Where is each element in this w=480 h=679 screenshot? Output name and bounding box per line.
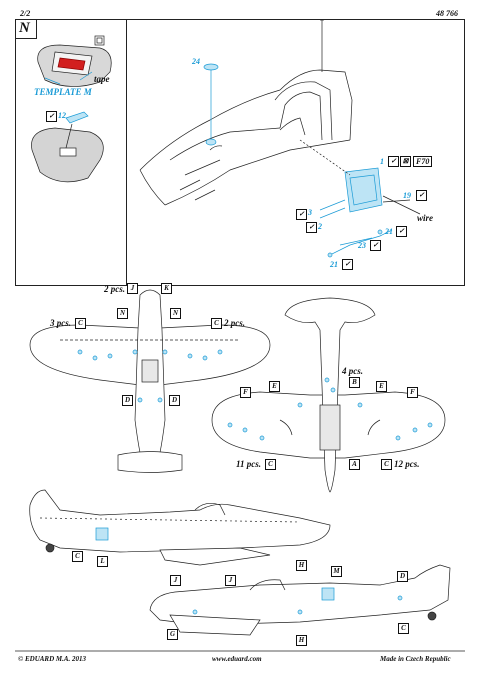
template-label: TEMPLATE M <box>34 87 92 97</box>
label-H-top: H <box>296 560 307 571</box>
label-C-left: C <box>75 318 86 329</box>
spitfire-left-side-view <box>29 489 331 566</box>
part-1-alt-icon: ⊠ <box>400 156 411 167</box>
label-J: J <box>127 283 138 294</box>
label-D-left: D <box>122 395 133 406</box>
eleven-pcs-label: 11 pcs. <box>236 459 262 469</box>
made-in: Made in Czech Republic <box>380 655 451 663</box>
label-F-right: F <box>407 387 418 398</box>
kit-code: 48 766 <box>436 9 458 18</box>
part-3-label: 3 <box>308 208 312 217</box>
website-link[interactable]: www.eduard.com <box>212 655 262 663</box>
label-F-left: F <box>240 387 251 398</box>
part-1-label: 1 <box>380 157 384 166</box>
twelve-pcs-label: 12 pcs. <box>394 459 420 469</box>
tape-label: tape <box>94 74 110 84</box>
three-pcs-label: 3 pcs. <box>50 318 71 328</box>
label-M: M <box>331 566 342 577</box>
part-23-check-icon: ✓ <box>370 240 381 251</box>
tape-label-box <box>94 35 105 46</box>
label-C-bottom-left: C <box>265 459 276 470</box>
part-21b-label: 21 <box>330 260 338 269</box>
part-3-check-icon: ✓ <box>296 209 307 220</box>
label-E-left: E <box>269 381 280 392</box>
label-E-right: E <box>376 381 387 392</box>
page-number: 2/2 <box>20 9 31 18</box>
label-C-right: C <box>211 318 222 329</box>
label-J-1: J <box>170 575 181 586</box>
label-K: K <box>161 283 172 294</box>
label-N-right: N <box>170 308 181 319</box>
wire-label: wire <box>417 213 434 223</box>
two-pcs-label: 2 pcs. <box>104 284 125 294</box>
section-letter-box <box>15 19 37 39</box>
part-19-check-icon: ✓ <box>416 190 427 201</box>
part-19-label: 19 <box>403 191 411 200</box>
copyright: © EDUARD M.A. 2013 <box>18 655 87 663</box>
four-pcs-label: 4 pcs. <box>342 366 363 376</box>
part-1-check-icon: ✓ <box>388 156 399 167</box>
label-D-right: D <box>169 395 180 406</box>
label-C-bottom-right: C <box>381 459 392 470</box>
spitfire-right-side-view <box>149 564 451 636</box>
label-H-bottom: H <box>296 635 307 646</box>
part-12-check-icon: ✓ <box>46 111 57 122</box>
part-12-floor <box>31 111 104 183</box>
label-C-side: C <box>72 551 83 562</box>
part-21b-check-icon: ✓ <box>342 259 353 270</box>
spitfire-top-view <box>29 289 271 473</box>
label-C-side-right: C <box>398 623 409 634</box>
label-G: G <box>167 629 178 640</box>
spitfire-cockpit-view <box>139 19 421 258</box>
part-24-label: 24 <box>192 57 200 66</box>
label-N-left: N <box>117 308 128 319</box>
label-L: L <box>97 556 108 567</box>
section-letter: N <box>19 20 30 36</box>
c-two-pcs-label: 2 pcs. <box>224 318 245 328</box>
part-2-check-icon: ✓ <box>306 222 317 233</box>
part-23-label: 23 <box>358 241 366 250</box>
label-B: B <box>349 377 360 388</box>
label-A: A <box>349 459 360 470</box>
label-J-2: J <box>225 575 236 586</box>
part-2-label: 2 <box>318 222 322 231</box>
label-D-side: D <box>397 571 408 582</box>
part-12-label: 12 <box>58 111 66 120</box>
part-21a-check-icon: ✓ <box>396 226 407 237</box>
template-m-sheet <box>37 44 112 87</box>
cockpit-panel <box>126 19 465 286</box>
f70-label: F70 <box>413 156 433 167</box>
part-21a-label: 21 <box>385 227 393 236</box>
